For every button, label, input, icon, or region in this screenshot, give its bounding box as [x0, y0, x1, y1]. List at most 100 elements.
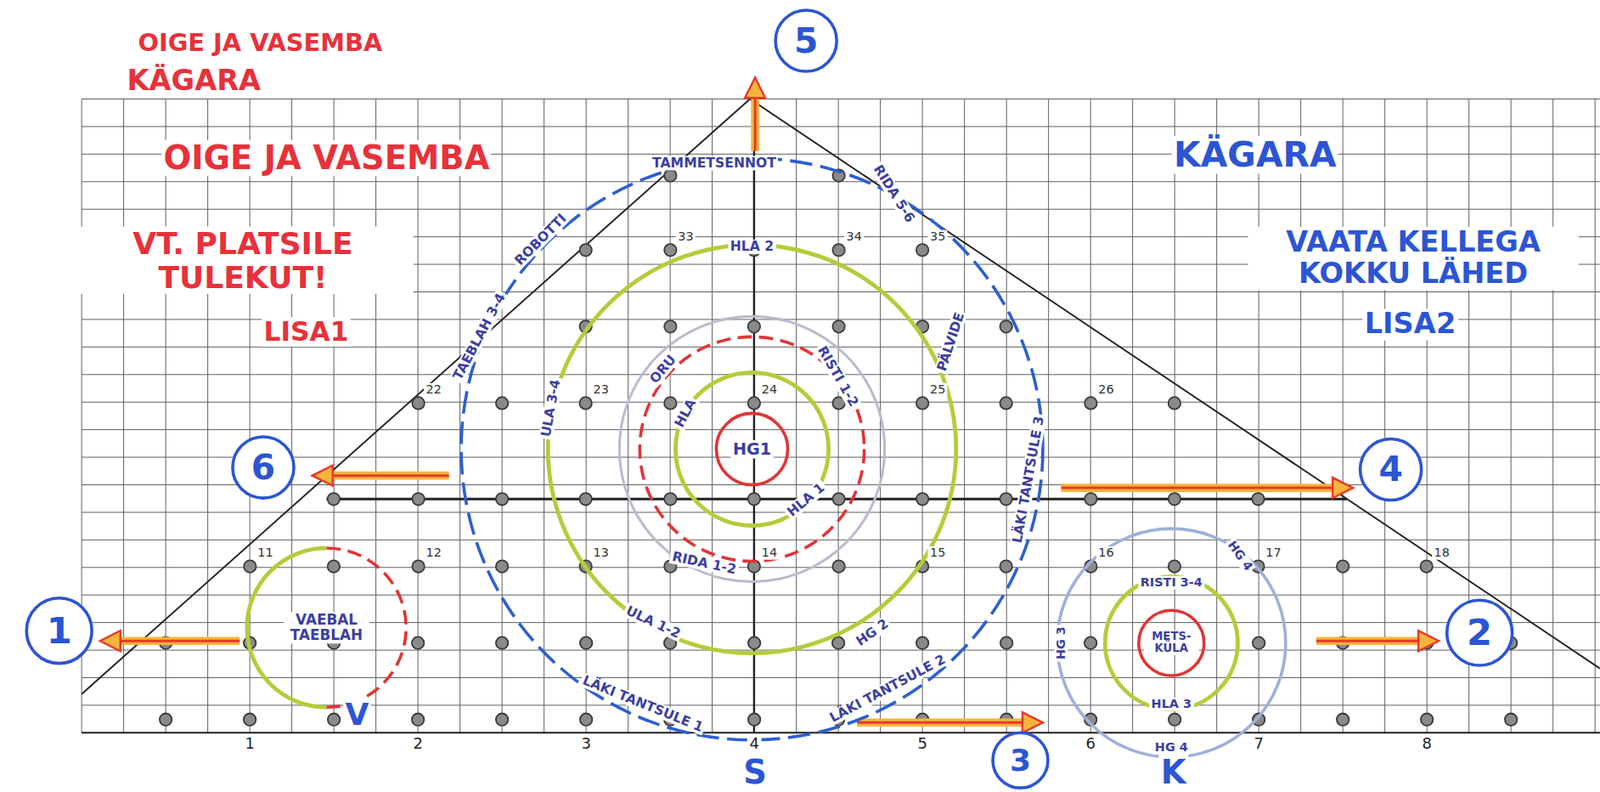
dance-circle: ORURISTI 1-2HLAHLA 1HG1 — [639, 336, 864, 561]
axis-number: 3 — [579, 735, 593, 753]
position-letter: S — [741, 754, 769, 790]
circle-label: HLA 3 — [1149, 697, 1194, 711]
dancer-dot — [999, 559, 1012, 572]
axis-number: 4 — [747, 735, 761, 753]
dancer-dot — [832, 559, 845, 572]
dot-number: 24 — [759, 383, 779, 397]
circle-ring — [1138, 609, 1205, 676]
grid-line — [627, 98, 629, 733]
dancer-dot — [411, 636, 424, 648]
axis-number: 5 — [915, 735, 930, 753]
dot-number: 11 — [255, 546, 276, 560]
dancer-dot — [1168, 396, 1181, 409]
dancer-dot — [1168, 712, 1181, 725]
dot-number: 26 — [1096, 383, 1116, 397]
callout-number: 1 — [44, 609, 74, 651]
grid-line — [1132, 98, 1133, 733]
grid-line — [711, 98, 713, 733]
circle-label: HLA 1 — [783, 478, 829, 521]
grid-line — [81, 428, 1600, 430]
dancer-dot — [748, 396, 761, 409]
circle-ring — [461, 157, 1043, 740]
dancer-dot — [1084, 636, 1097, 648]
arrow-head — [100, 630, 121, 651]
dancer-dot — [1000, 636, 1013, 648]
circle-label: TAMMETSENNOT — [650, 156, 779, 171]
dancer-dot — [580, 636, 592, 648]
circle-label: TAEBLAH 3-4 — [449, 288, 509, 384]
dancer-dot — [916, 492, 929, 505]
dance-circle: RISTI 3-4HLA 3METS-KÜLA — [1104, 576, 1238, 710]
dancer-dot — [1419, 559, 1432, 572]
dance-circle: HLA 2ULA 3-4PÄLVIDEULA 1-2RIDA 1-2ORURIS… — [547, 244, 957, 653]
dot-number: 18 — [1431, 546, 1452, 560]
circle-ring — [547, 244, 957, 653]
arrow-head — [1418, 630, 1439, 651]
dancer-dot — [832, 636, 845, 648]
dancer-dot — [327, 492, 340, 505]
circle-ring — [26, 597, 92, 664]
circle-label: METS-KÜLA — [1143, 630, 1200, 655]
circle-ring — [775, 10, 837, 72]
position-letter: K — [1158, 754, 1189, 790]
dancer-dot — [748, 636, 761, 648]
circle-ring — [992, 732, 1048, 788]
note-text: VAATA KELLEGA KOKKU LÄHED — [1247, 226, 1578, 290]
dancer-dot — [327, 559, 340, 572]
grid-line — [81, 125, 1600, 127]
arrow-shaft — [1316, 639, 1419, 643]
dancer-dot — [664, 243, 677, 256]
axis-number: 6 — [1083, 735, 1098, 753]
circle-label: ROBOTTI — [510, 209, 571, 271]
arrow-shaft — [1061, 483, 1334, 492]
circle-ring — [619, 315, 885, 581]
dance-circle: HLAHLA 1HG1 — [675, 371, 829, 525]
triangle-outline — [81, 98, 1600, 693]
callout-circle: 3 — [992, 732, 1048, 788]
dance-circle: HG 3HG 4HG 4RISTI 3-4HLA 3METS-KÜLA — [1057, 528, 1286, 757]
dancer-dot — [748, 712, 761, 725]
grid-line — [81, 732, 1600, 733]
heading-text: KÄGARA — [1171, 135, 1339, 175]
arrow-shaft — [120, 636, 241, 645]
dance-circle: HG1 — [715, 412, 788, 485]
dancer-dot — [916, 396, 929, 409]
callout-number: 5 — [792, 22, 821, 61]
dot-number: 35 — [928, 230, 948, 244]
dot-number: 12 — [423, 546, 444, 560]
grid-line — [81, 346, 1600, 348]
grid-line — [1047, 98, 1049, 733]
dot-number: 14 — [759, 546, 779, 560]
dancer-dot — [748, 320, 761, 333]
dot-number: 17 — [1263, 546, 1284, 560]
dot-number: 15 — [928, 546, 948, 560]
grid-line — [81, 511, 1600, 513]
grid-line — [963, 98, 965, 733]
circle-ring — [639, 336, 864, 561]
circle-ring — [232, 436, 294, 498]
circle-label: HG 4 — [1223, 536, 1257, 575]
dancer-dot — [999, 492, 1012, 505]
dancer-dot — [1252, 636, 1265, 648]
direction-arrows — [100, 77, 1439, 733]
arrow-head — [744, 77, 766, 98]
dancer-dot — [664, 320, 677, 333]
callout-number: 4 — [1376, 450, 1405, 489]
circle-label: LÄKI TANTSULE 1 — [578, 671, 707, 735]
arrow-shaft — [1316, 636, 1419, 645]
dot-number: 25 — [928, 383, 948, 397]
note-text: LISA2 — [1362, 308, 1458, 340]
circle-label: HG 2 — [851, 614, 893, 650]
callout-number: 3 — [1008, 743, 1034, 778]
arrow-shaft — [332, 473, 450, 477]
arrow-shaft — [754, 97, 757, 151]
callout-number: 2 — [1464, 612, 1495, 654]
dot-number: 23 — [591, 383, 611, 397]
grid-line — [1216, 98, 1217, 733]
arrow-shaft — [120, 639, 241, 643]
callout-circle: 2 — [1447, 599, 1513, 665]
dancer-dot — [579, 492, 592, 505]
axis-number: 8 — [1419, 735, 1434, 753]
